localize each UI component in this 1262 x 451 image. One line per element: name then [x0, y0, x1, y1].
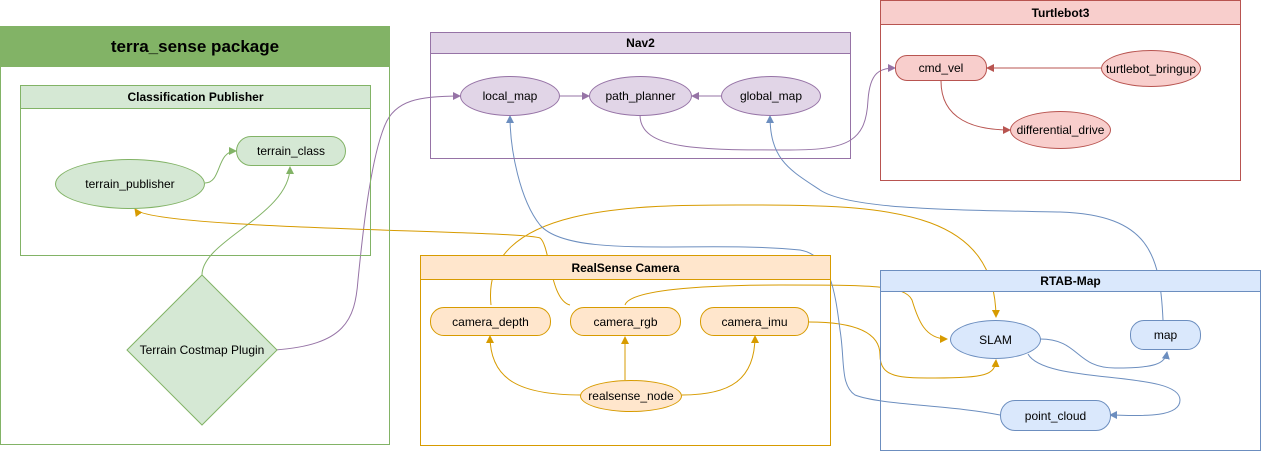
path-planner-node[interactable]: path_planner: [589, 76, 692, 116]
camera-rgb-node[interactable]: camera_rgb: [570, 307, 681, 336]
rtab-map-header: RTAB-Map: [881, 271, 1260, 292]
camera-depth-node[interactable]: camera_depth: [430, 307, 551, 336]
edge-plugin-to-class: [201, 166, 294, 276]
camera-imu-node[interactable]: camera_imu: [700, 307, 809, 336]
terrain-costmap-plugin-shape[interactable]: [126, 274, 278, 426]
slam-node[interactable]: SLAM: [950, 320, 1041, 359]
edge-cmdvel-to-diffdrive: [940, 80, 1011, 134]
edge-publisher-to-class: [204, 147, 237, 184]
terrain-costmap-plugin-label: Terrain Costmap Plugin: [139, 343, 265, 357]
terrain-class-node[interactable]: terrain_class: [236, 136, 346, 166]
point-cloud-node[interactable]: point_cloud: [1000, 400, 1111, 431]
realsense-camera-group: RealSense Camera: [420, 255, 831, 446]
nav2-title: Nav2: [626, 36, 655, 50]
terra-sense-package-group: terra_sense package: [0, 26, 390, 445]
map-node[interactable]: map: [1130, 320, 1201, 350]
classification-publisher-group: Classification Publisher: [20, 85, 371, 256]
rtab-map-group: RTAB-Map: [880, 270, 1261, 451]
edge-slam-to-pointcloud: [1027, 353, 1181, 420]
classification-publisher-title: Classification Publisher: [127, 90, 264, 104]
edge-planner-to-cmdvel: [639, 64, 896, 151]
edge-plugin-to-localmap: [274, 92, 461, 351]
edge-rsnode-to-imu: [681, 335, 759, 396]
turtlebot3-group: Turtlebot3: [880, 0, 1241, 181]
edge-slam-to-map: [1039, 338, 1170, 369]
edge-imu-to-slam: [808, 321, 1000, 379]
terrain-publisher-node[interactable]: terrain_publisher: [55, 159, 205, 209]
edge-rgb-to-slam: [624, 284, 948, 343]
terra-sense-package-header: terra_sense package: [1, 27, 389, 67]
local-map-node[interactable]: local_map: [460, 76, 560, 116]
terra-sense-package-title: terra_sense package: [110, 36, 280, 56]
realsense-camera-title: RealSense Camera: [571, 260, 680, 275]
classification-publisher-header: Classification Publisher: [21, 86, 370, 109]
differential-drive-node[interactable]: differential_drive: [1010, 111, 1111, 149]
nav2-header: Nav2: [431, 33, 850, 54]
edge-map-to-globalmap: [766, 115, 1164, 321]
realsense-node[interactable]: realsense_node: [580, 380, 682, 412]
turtlebot-bringup-node[interactable]: turtlebot_bringup: [1101, 50, 1201, 87]
turtlebot3-title: Turtlebot3: [1031, 5, 1090, 20]
realsense-camera-header: RealSense Camera: [421, 256, 830, 280]
turtlebot3-header: Turtlebot3: [881, 1, 1240, 25]
edge-rsnode-to-depth: [486, 335, 583, 396]
global-map-node[interactable]: global_map: [721, 76, 821, 116]
rtab-map-title: RTAB-Map: [1040, 274, 1101, 288]
cmd-vel-node[interactable]: cmd_vel: [895, 55, 987, 81]
nav2-group: Nav2: [430, 32, 851, 159]
